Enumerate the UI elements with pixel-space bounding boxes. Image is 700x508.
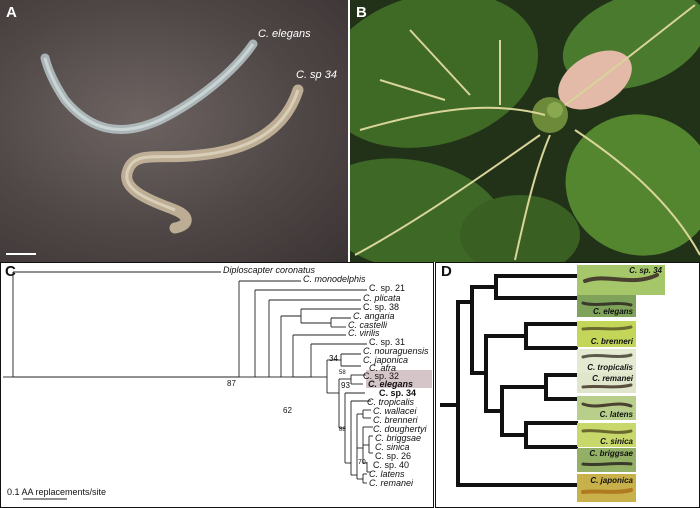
taxon-label: C. sp. 40	[373, 460, 410, 470]
worm-photo: C. briggsae	[577, 448, 636, 472]
worm-photo: C. tropicalis	[577, 349, 636, 373]
worm-photo: C. elegans	[577, 295, 636, 317]
support-value: 34	[329, 354, 338, 363]
taxon-label: C. elegans	[368, 379, 414, 389]
fig-tree-photo	[350, 0, 700, 262]
worm-photo: C. japonica	[577, 474, 636, 502]
phylogenetic-tree	[3, 271, 432, 500]
label-c-elegans: C. elegans	[258, 28, 311, 40]
worm-photo: C. brenneri	[577, 321, 636, 347]
panel-a-photo: A C. elegans C. sp 34	[0, 0, 348, 262]
support-value: 88	[339, 427, 346, 433]
panel-letter: D	[441, 263, 452, 280]
nematode-micrograph	[6, 39, 304, 255]
worm-elegans	[40, 39, 258, 135]
taxon-label: C. sinica	[375, 442, 410, 452]
taxon-label: C. briggsae	[375, 433, 422, 443]
panel-d-cladogram: D	[435, 262, 700, 508]
species-label: C. sinica	[600, 437, 633, 446]
taxon-label: C. castelli	[348, 320, 388, 330]
support-value: 70	[358, 459, 366, 466]
taxon-label: C. virilis	[348, 328, 380, 338]
species-label: C. sp. 34	[629, 266, 662, 275]
taxon-label: C. latens	[369, 469, 405, 479]
taxon-label: C. sp. 32	[363, 371, 400, 381]
taxon-label: C. doughertyi	[373, 424, 427, 434]
taxon-label: C. wallacei	[373, 406, 417, 416]
worm-photo: C. sp. 34	[577, 265, 665, 295]
support-value: 58	[339, 370, 346, 376]
species-label: C. briggsae	[589, 449, 633, 458]
taxon-label: C. angaria	[353, 311, 395, 321]
taxon-label: C. sp. 38	[363, 302, 400, 312]
worm-sp34	[121, 84, 304, 234]
species-label: C. brenneri	[590, 337, 633, 346]
species-label: C. remanei	[592, 374, 633, 383]
panel-letter: C	[5, 263, 16, 280]
taxon-label: C. monodelphis	[303, 274, 366, 284]
taxon-label: C. sp. 31	[369, 337, 406, 347]
support-value: 62	[283, 406, 292, 415]
label-c-sp34: C. sp 34	[296, 69, 337, 81]
species-label: C. japonica	[590, 476, 633, 485]
taxon-label: C. sp. 34	[379, 388, 417, 398]
panel-c-phylogeny: C	[0, 262, 434, 508]
panel-letter: B	[356, 4, 367, 21]
taxon-label: C. japonica	[363, 355, 409, 365]
taxon-label: C. sp. 21	[369, 283, 406, 293]
scale-label: 0.1 AA replacements/site	[7, 487, 107, 497]
support-value: 87	[227, 379, 236, 388]
panel-letter: A	[6, 4, 17, 21]
species-photos: C. sp. 34 C. elegans C. brenneri C. trop…	[436, 263, 699, 507]
taxon-label: C. plicata	[363, 293, 401, 303]
taxon-label: C. brenneri	[373, 415, 418, 425]
worm-photo: C. latens	[577, 396, 636, 420]
tree-labels: Diploscapter coronatus C. monodelphis C.…	[1, 263, 433, 507]
worm-photo: C. remanei	[577, 373, 636, 393]
species-label: C. elegans	[592, 307, 633, 316]
species-label: C. tropicalis	[587, 363, 633, 372]
taxon-label: Diploscapter coronatus	[223, 265, 316, 275]
taxon-label: C. afra	[369, 363, 397, 373]
taxon-label: C. remanei	[369, 478, 414, 488]
support-value: 93	[341, 381, 350, 390]
highlight-box	[366, 370, 432, 388]
taxon-label: C. tropicalis	[367, 397, 415, 407]
species-label: C. latens	[599, 410, 633, 419]
panel-b-photo: B	[350, 0, 700, 262]
cladogram-tree	[440, 274, 578, 487]
worm-photo: C. sinica	[577, 423, 636, 447]
taxon-label: C. sp. 26	[375, 451, 412, 461]
taxon-label: C. nouraguensis	[363, 346, 429, 356]
